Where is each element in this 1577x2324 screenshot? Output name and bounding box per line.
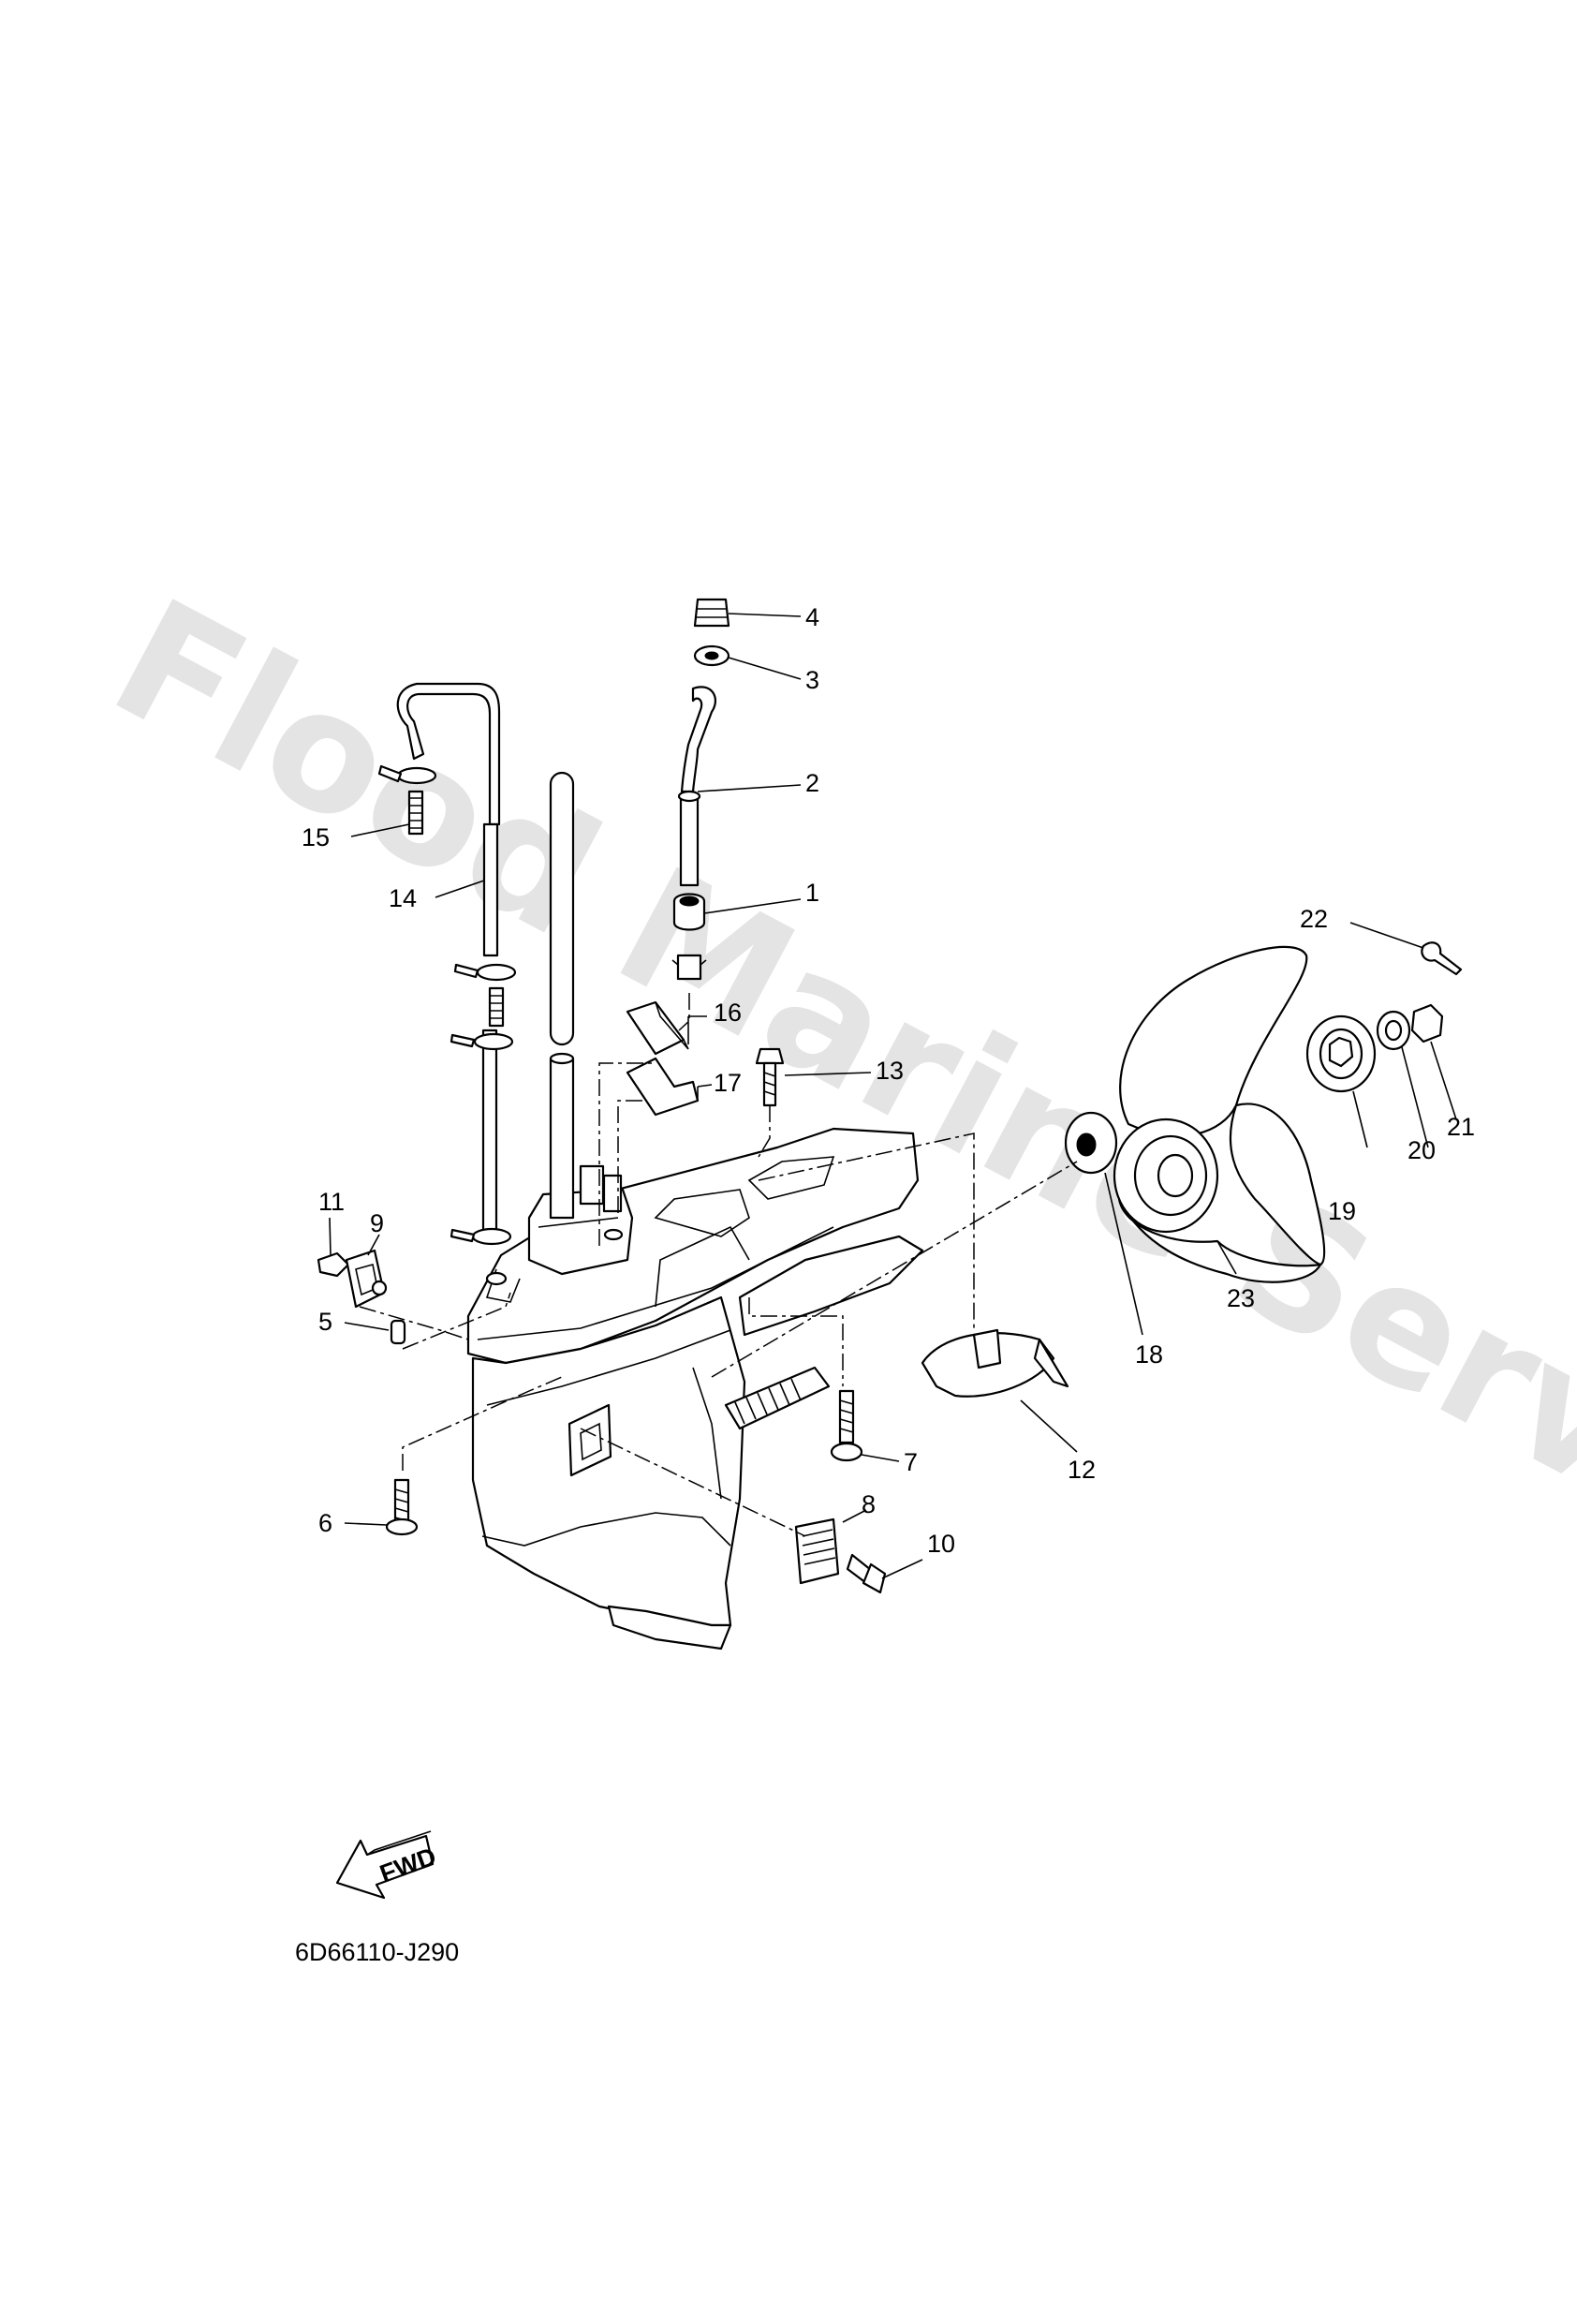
bolt-6	[385, 1478, 419, 1536]
packing-17	[626, 1057, 700, 1117]
callout-7: 7	[904, 1448, 918, 1476]
callout-2: 2	[805, 769, 819, 797]
callout-9: 9	[370, 1209, 384, 1237]
callout-labels: 1 2 3 4 5 6 7 8 9 10 11 12 13 14 15 16 1…	[302, 603, 1475, 1558]
grommet-4	[693, 598, 730, 628]
seal-small	[671, 954, 707, 981]
water-tube-2	[677, 686, 716, 887]
spacer-19	[1305, 1014, 1377, 1093]
hose-clip-15	[377, 764, 437, 836]
diagram-code: 6D66110-J290	[295, 1938, 459, 1966]
callout-3: 3	[805, 666, 819, 694]
callout-1: 1	[805, 879, 819, 907]
callout-4: 4	[805, 603, 819, 631]
grommet-1	[672, 893, 706, 931]
callout-8: 8	[862, 1490, 876, 1518]
bolt-13	[755, 1047, 785, 1107]
grommet-9	[345, 1249, 388, 1309]
callout-21: 21	[1447, 1113, 1475, 1141]
drive-shaft	[549, 771, 575, 1220]
callout-5: 5	[318, 1308, 332, 1336]
assembly-lines	[359, 993, 1078, 1537]
callout-6: 6	[318, 1509, 332, 1537]
callout-17: 17	[714, 1069, 742, 1097]
cotter-pin-22	[1421, 941, 1463, 976]
callout-13: 13	[876, 1057, 904, 1085]
pin-5	[390, 1319, 406, 1345]
propeller-23	[1113, 945, 1326, 1283]
nut-11	[317, 1251, 350, 1278]
callout-22: 22	[1300, 905, 1328, 933]
callout-15: 15	[302, 823, 330, 851]
callout-10: 10	[927, 1530, 955, 1558]
nut-21	[1410, 1003, 1444, 1044]
bolt-7	[830, 1389, 863, 1462]
lower-case-housing	[466, 1127, 924, 1650]
callout-11: 11	[318, 1188, 345, 1216]
anode-8	[794, 1517, 840, 1585]
callout-18: 18	[1135, 1340, 1163, 1369]
washer-20	[1376, 1010, 1411, 1051]
fwd-arrow-icon: FWD	[335, 1830, 440, 1900]
callout-14: 14	[389, 884, 417, 912]
hose-14	[396, 682, 501, 1238]
callout-12: 12	[1068, 1456, 1096, 1484]
leader-lines	[329, 613, 1457, 1579]
callout-20: 20	[1408, 1136, 1436, 1164]
packing-16	[626, 1000, 689, 1056]
callout-16: 16	[714, 999, 742, 1027]
callout-19: 19	[1328, 1197, 1356, 1225]
screw-10	[846, 1553, 887, 1594]
washer-3	[693, 644, 730, 667]
trim-tab-12	[921, 1328, 1069, 1398]
hose-clips-lower	[450, 963, 517, 1246]
spacer-18	[1064, 1111, 1118, 1175]
callout-23: 23	[1227, 1284, 1255, 1312]
